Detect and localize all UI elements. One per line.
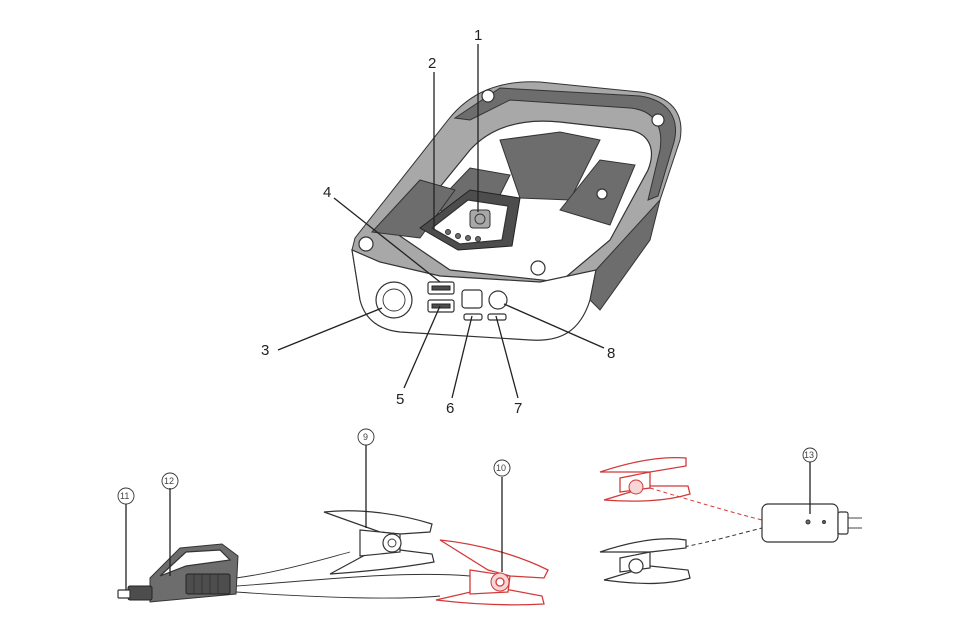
power-button-icon [469,209,491,229]
micro-usb-port [463,313,483,321]
svg-text:9: 9 [363,432,368,442]
callout-4: 4 [323,184,331,201]
callout-1: 1 [474,27,482,44]
callout-leaders [277,44,605,399]
negative-clamp [323,510,435,575]
cigarette-socket [375,281,413,319]
svg-text:11: 11 [120,491,129,501]
callout-11: 11 [117,487,135,505]
callout-7: 7 [514,400,522,417]
callout-6: 6 [446,400,454,417]
callout-9: 9 [357,428,375,446]
svg-text:13: 13 [804,450,814,460]
callout-13: 13 [802,447,818,463]
jumper-clamp-cable [117,445,549,606]
svg-text:10: 10 [496,463,506,473]
callout-5: 5 [396,391,404,408]
ethernet-port [461,289,483,309]
jump-starter-unit [351,81,682,341]
positive-clamp [435,539,549,606]
alligator-to-plug-cable [599,456,862,585]
callout-3: 3 [261,342,269,359]
svg-text:12: 12 [164,476,174,486]
dc-port [488,290,508,310]
callout-10: 10 [493,459,511,477]
callout-8: 8 [607,345,615,362]
callout-2: 2 [428,55,436,72]
callout-12: 12 [161,472,179,490]
